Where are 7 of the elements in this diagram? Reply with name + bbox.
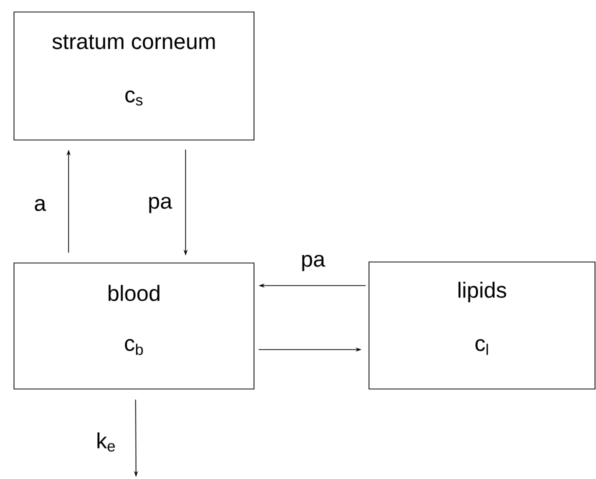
edge-label: pa xyxy=(300,254,326,272)
compartment-box: stratum corneum c$_{s}$ xyxy=(14,12,254,140)
edge-label: pa xyxy=(146,196,174,214)
edge-label: a xyxy=(32,198,48,212)
compartment-box: blood c$_{b}$ xyxy=(14,262,254,390)
compartment-box: lipids c$_{l}$ xyxy=(368,262,596,390)
edge-label: k$_{e}$ xyxy=(95,431,117,453)
